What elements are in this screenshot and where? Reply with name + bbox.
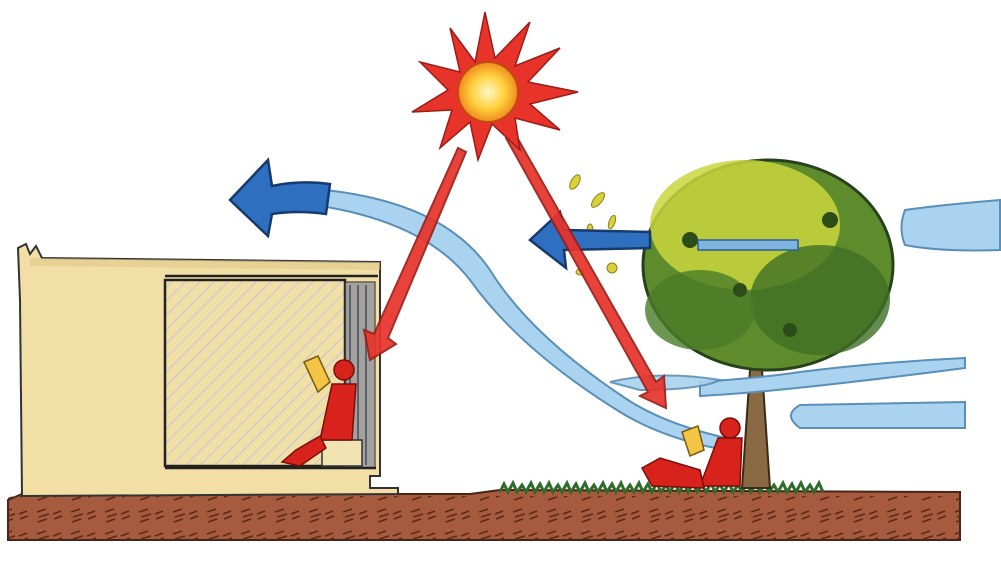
sun-ray-arrow-icon	[364, 132, 666, 408]
stool	[322, 440, 362, 466]
wind-arrow-icon	[230, 160, 330, 236]
ground	[8, 490, 960, 540]
sun-icon	[412, 12, 578, 160]
